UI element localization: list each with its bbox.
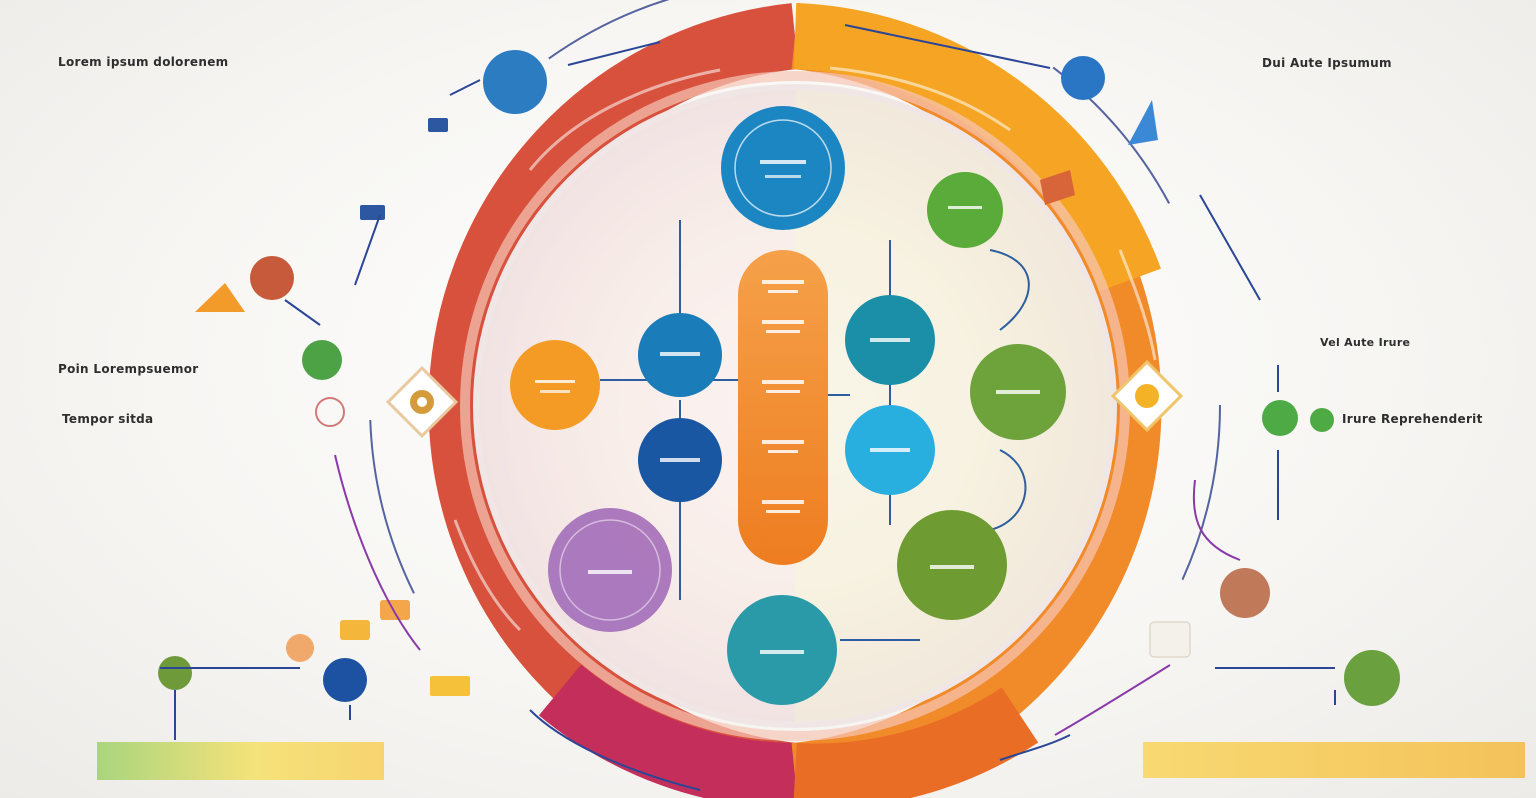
outer-connectors: [160, 24, 1336, 791]
center-process-pill: [738, 250, 828, 565]
node-bottom-teal: [727, 595, 837, 705]
bottom-left-bar: [97, 742, 384, 780]
ring-segment-bottom-right: [793, 687, 1039, 798]
satellite-nodes-right: [1061, 56, 1400, 706]
node-top-blue: [721, 106, 845, 230]
outer-guide-arc: [369, 0, 1221, 798]
ring-segment-top-right: [793, 3, 1161, 292]
right-inner-tint: [795, 90, 1111, 722]
node-right-teal: [845, 295, 935, 385]
pill-text-lines: [762, 280, 804, 513]
node-purple: [548, 508, 672, 632]
gear-icon: [385, 365, 459, 439]
left-mid-heading: Poin Lorempsuemor: [58, 362, 199, 376]
right-lower-text-block: Irure Reprehenderit: [1342, 412, 1532, 426]
node-green-lower: [897, 510, 1007, 620]
bottom-right-bar: [1143, 742, 1525, 778]
right-mid-heading: Vel Aute Irure: [1320, 336, 1411, 349]
left-top-heading: Lorem ipsum dolorenem: [58, 55, 229, 69]
left-lower-text-block: Tempor sitda: [62, 412, 302, 426]
document-icon: [1040, 170, 1075, 205]
node-mid-left-blue: [638, 313, 722, 397]
left-mid-text-block: Poin Lorempsuemor: [58, 362, 298, 379]
hand-icon: [1110, 359, 1184, 433]
left-lower-heading: Tempor sitda: [62, 412, 154, 426]
node-lower-left-navy: [638, 418, 722, 502]
node-green-mid: [970, 344, 1066, 440]
right-top-text-block: Dui Aute Ipsumum: [1262, 56, 1522, 73]
ring-label-lines: [453, 66, 1157, 632]
right-mid-text-block: Vel Aute Irure: [1320, 336, 1520, 352]
satellite-nodes-left: [158, 50, 547, 702]
right-top-heading: Dui Aute Ipsumum: [1262, 56, 1392, 70]
node-green-top: [927, 172, 1003, 248]
node-left-orange: [510, 340, 600, 430]
ring-segment-bottom-left: [538, 664, 796, 798]
node-right-cyan: [845, 405, 935, 495]
left-top-text-block: Lorem ipsum dolorenem: [58, 55, 338, 72]
right-lower-heading: Irure Reprehenderit: [1342, 412, 1483, 426]
